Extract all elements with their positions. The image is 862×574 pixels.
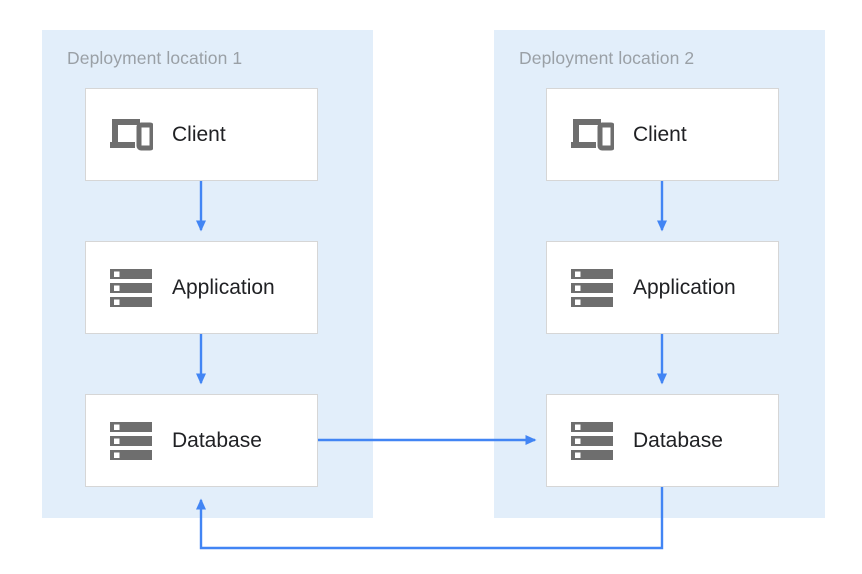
- node-label: Client: [172, 122, 226, 146]
- server-icon: [569, 265, 615, 311]
- node-label: Client: [633, 122, 687, 146]
- node-label: Database: [633, 428, 723, 452]
- node-database-2[interactable]: Database: [546, 394, 779, 487]
- server-icon: [108, 265, 154, 311]
- node-client-2[interactable]: Client: [546, 88, 779, 181]
- devices-icon: [569, 112, 615, 158]
- zone-2-label: Deployment location 2: [519, 48, 695, 68]
- node-application-1[interactable]: Application: [85, 241, 318, 334]
- server-icon: [569, 418, 615, 464]
- node-label: Database: [172, 428, 262, 452]
- node-application-2[interactable]: Application: [546, 241, 779, 334]
- node-label: Application: [633, 275, 736, 299]
- node-label: Application: [172, 275, 275, 299]
- node-client-1[interactable]: Client: [85, 88, 318, 181]
- node-database-1[interactable]: Database: [85, 394, 318, 487]
- server-icon: [108, 418, 154, 464]
- devices-icon: [108, 112, 154, 158]
- zone-1-label: Deployment location 1: [67, 48, 243, 68]
